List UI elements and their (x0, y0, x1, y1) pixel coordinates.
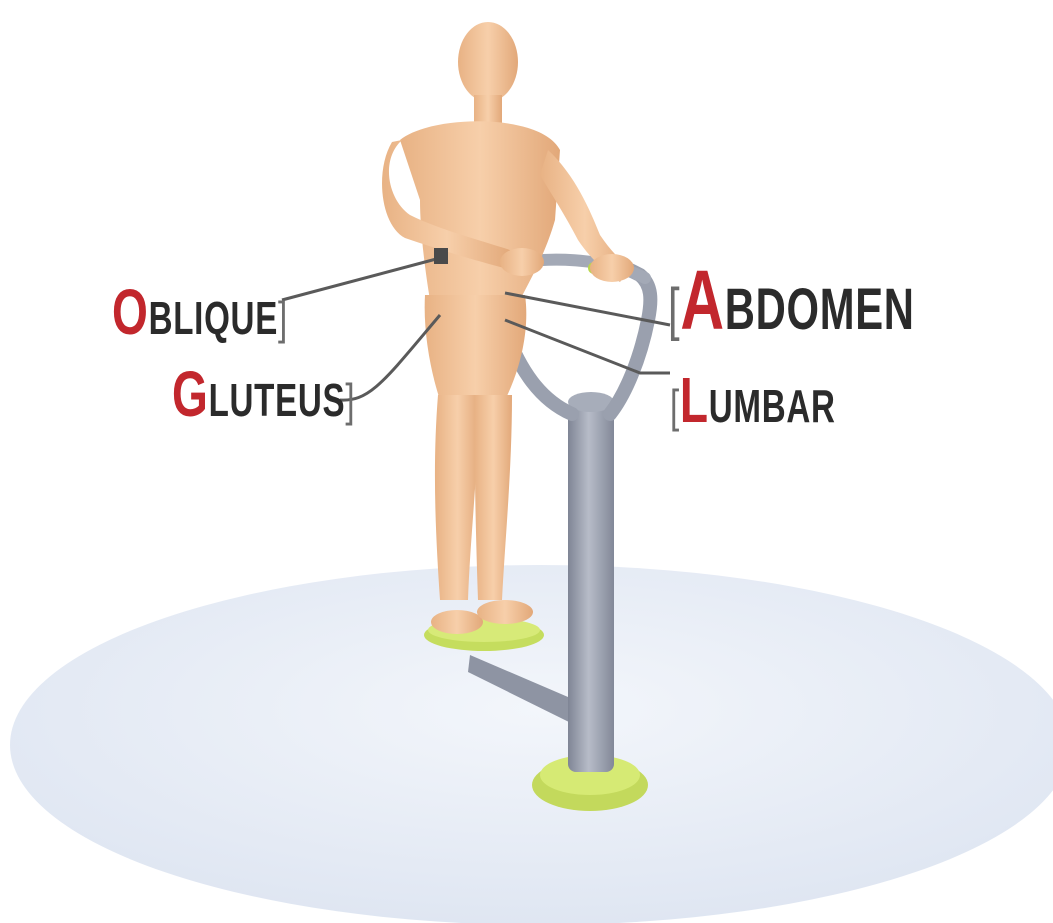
oblique-label: OBLIQUE] (112, 280, 288, 344)
lumbar-rest: UMBAR (709, 380, 836, 432)
oblique-initial: O (112, 276, 149, 348)
oblique-rest: BLIQUE (149, 292, 278, 344)
gluteus-bracket: ] (345, 374, 355, 426)
lumbar-label: [LUMBAR (670, 368, 836, 432)
abdomen-rest: BDOMEN (725, 277, 915, 342)
lumbar-initial: L (680, 364, 709, 436)
main-pole (568, 400, 614, 772)
abdomen-initial: A (680, 253, 724, 347)
lumbar-bracket: [ (670, 380, 680, 432)
oblique-bracket: ] (278, 292, 288, 344)
abdomen-bracket: [ (668, 277, 680, 342)
abdomen-label: [ABDOMEN (668, 258, 915, 342)
gluteus-label: GLUTEUS] (172, 362, 355, 426)
gluteus-initial: G (172, 358, 209, 430)
oblique-marker (434, 248, 448, 264)
floor-disc (10, 565, 1053, 923)
oblique-leader (282, 258, 440, 300)
gluteus-rest: LUTEUS (209, 374, 346, 426)
